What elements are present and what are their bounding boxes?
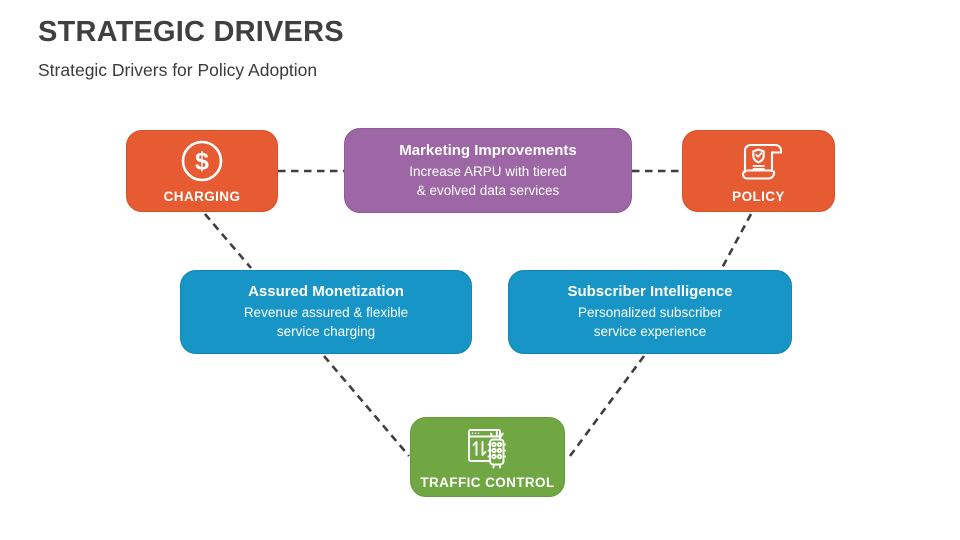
marketing-title: Marketing Improvements [399,141,577,159]
connector-subscriber-traffic [568,355,646,457]
policy-box: POLICY [682,130,835,212]
connector-policy-subscriber [720,213,753,269]
dollar-coin-icon: $ [179,138,225,184]
charging-label: CHARGING [163,189,241,204]
traffic-control-icon [461,424,515,470]
desc-line: & evolved data services [416,182,560,198]
desc-line: service charging [276,324,376,339]
marketing-desc: Increase ARPU with tiered & evolved data… [409,162,567,200]
desc-line: Increase ARPU with tiered [409,163,567,179]
subscriber-intelligence-box: Subscriber Intelligence Personalized sub… [508,270,792,354]
connector-charging-assured [204,213,252,269]
desc-line: Revenue assured & flexible [243,305,409,320]
traffic-control-label: TRAFFIC CONTROL [420,475,555,490]
connector-assured-traffic [323,355,410,457]
policy-scroll-icon [733,138,785,184]
assured-monetization-box: Assured Monetization Revenue assured & f… [180,270,472,354]
marketing-improvements-box: Marketing Improvements Increase ARPU wit… [344,128,632,213]
desc-line: Personalized subscriber [577,305,723,320]
desc-line: service experience [593,324,707,339]
svg-text:$: $ [195,148,209,176]
subscriber-intelligence-desc: Personalized subscriber service experien… [578,303,722,341]
page-title: STRATEGIC DRIVERS [38,16,344,48]
page-subtitle: Strategic Drivers for Policy Adoption [38,60,318,80]
charging-box: $ CHARGING [126,130,278,212]
traffic-control-box: TRAFFIC CONTROL [410,417,565,497]
assured-monetization-title: Assured Monetization [248,283,404,300]
policy-label: POLICY [732,189,785,204]
subscriber-intelligence-title: Subscriber Intelligence [567,283,733,300]
assured-monetization-desc: Revenue assured & flexible service charg… [244,303,408,341]
